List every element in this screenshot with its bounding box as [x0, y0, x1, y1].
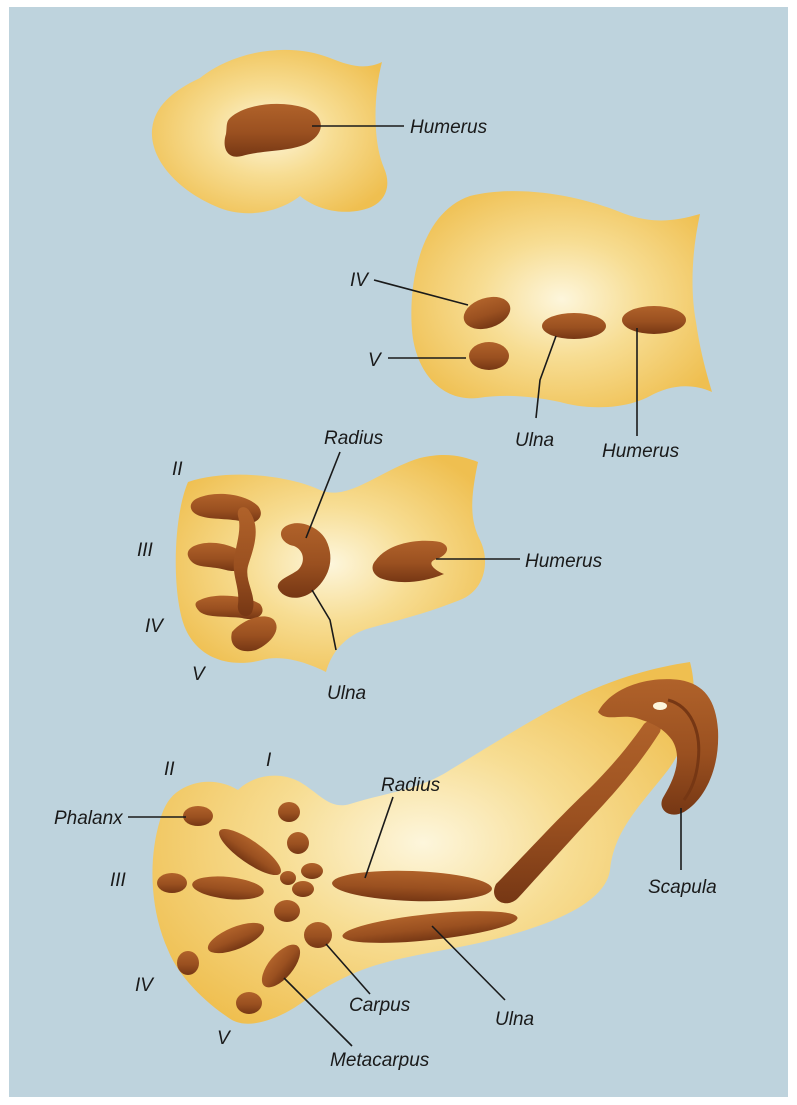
- stage-1-humerus-label: Humerus: [410, 117, 488, 138]
- stage-4-radius-label: Radius: [381, 775, 441, 796]
- stage-4-phalanx-i-proximal-bone: [287, 832, 309, 854]
- stage-3-humerus-label: Humerus: [525, 551, 603, 572]
- stage-4-carpus-label: Carpus: [349, 995, 411, 1016]
- stage-2-ulna-label: Ulna: [515, 430, 554, 451]
- stage-4-phalanx-ii-bone: [183, 806, 213, 826]
- stage-4-digit-ii-label: II: [164, 759, 175, 780]
- stage-4-carpal-bone: [292, 881, 314, 897]
- stage-4-scapula-label: Scapula: [648, 877, 717, 898]
- stage-4-phalanx-iv-bone: [177, 951, 199, 975]
- stage-3-ulna-label: Ulna: [327, 683, 366, 704]
- stage-2-ulna-bone: [542, 313, 606, 339]
- stage-4-glenoid-highlight: [653, 702, 667, 710]
- stage-4-phalanx-v-bone: [236, 992, 262, 1014]
- stage-3-digit-ii-label: II: [172, 459, 183, 480]
- stage-4-digit-iv-label: IV: [135, 975, 155, 996]
- stage-3-digit-iv-label: IV: [145, 616, 165, 637]
- stage-4-carpal-bone: [301, 863, 323, 879]
- stage-4-carpal-bone: [280, 871, 296, 885]
- stage-3-radius-label: Radius: [324, 428, 384, 449]
- stage-4-ulna-label: Ulna: [495, 1009, 534, 1030]
- stage-4-carpal-bone: [304, 922, 332, 948]
- stage-4-carpal-bone: [274, 900, 300, 922]
- stage-2-humerus-label: Humerus: [602, 441, 680, 462]
- stage-2-tissue: [411, 191, 712, 407]
- stage-3-digit-iii-label: III: [137, 540, 154, 561]
- stage-4-digit-i-label: I: [266, 750, 272, 771]
- stage-4-phalanx-iii-bone: [157, 873, 187, 893]
- stage-4-phalanx-label: Phalanx: [54, 808, 124, 829]
- stage-2-humerus-bone: [622, 306, 686, 334]
- stage-4-digit-iii-label: III: [110, 870, 127, 891]
- stage-4-metacarpus-label: Metacarpus: [330, 1050, 430, 1071]
- stage-4-phalanx-i-distal-bone: [278, 802, 300, 822]
- stage-2-digit-v-bone: [469, 342, 509, 370]
- stage-2-digit-iv-label: IV: [350, 270, 370, 291]
